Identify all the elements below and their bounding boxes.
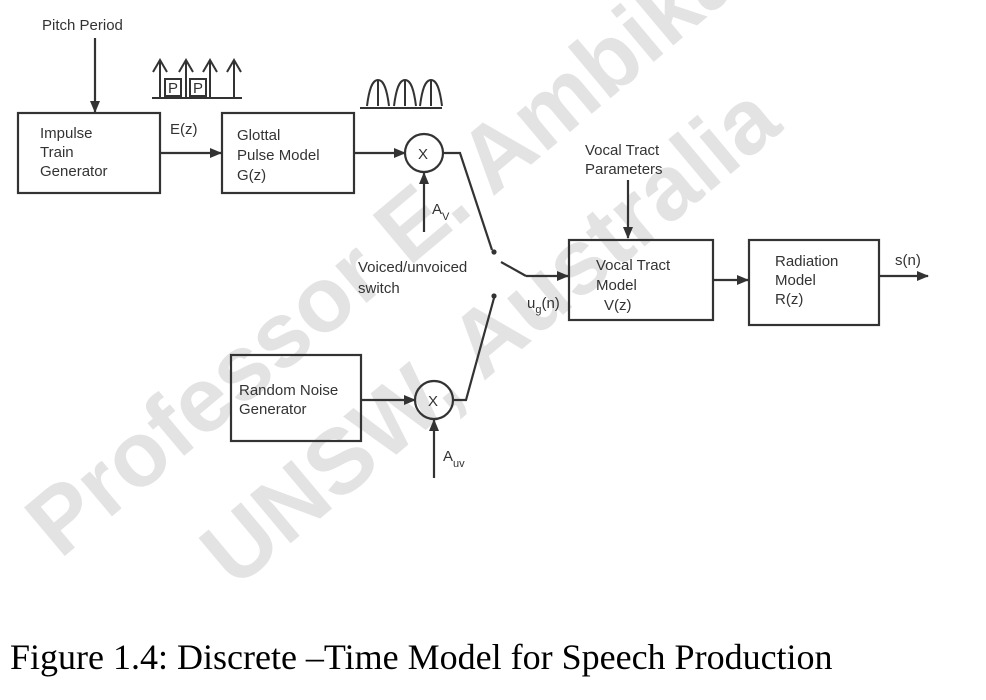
voiced-multiplier-x: X xyxy=(418,146,428,163)
switch-contact-unvoiced xyxy=(491,293,497,299)
voiced-path xyxy=(443,151,494,251)
vocal-tract-label-3: V(z) xyxy=(604,297,632,314)
vocal-tract-label-2: Model xyxy=(596,277,637,294)
radiation-label-3: R(z) xyxy=(775,291,803,308)
output-sn-label: s(n) xyxy=(895,252,921,269)
impulse-train-label-3: Generator xyxy=(40,163,108,180)
ez-label: E(z) xyxy=(170,121,198,138)
radiation-label-1: Radiation xyxy=(775,253,838,270)
pitch-p-label-2: P xyxy=(193,80,203,97)
noise-label-1: Random Noise xyxy=(239,382,338,399)
glottal-label-3: G(z) xyxy=(237,167,266,184)
figure-caption: Figure 1.4: Discrete –Time Model for Spe… xyxy=(10,637,833,677)
unvoiced-multiplier-x: X xyxy=(428,393,438,410)
switch-label-2: switch xyxy=(358,280,400,297)
glottal-pulse-sketch xyxy=(360,78,443,109)
pitch-period-label: Pitch Period xyxy=(42,17,123,34)
block-diagram: Professor E. Ambikairajah UNSW, Australi… xyxy=(7,0,947,605)
auv-label: Auv xyxy=(443,448,465,470)
radiation-model-box xyxy=(747,238,881,327)
vocal-tract-params-label-1: Vocal Tract xyxy=(585,142,660,159)
watermark: Professor E. Ambikairajah UNSW, Australi… xyxy=(7,0,947,605)
av-label: AV xyxy=(432,201,450,223)
radiation-label-2: Model xyxy=(775,272,816,289)
unvoiced-path xyxy=(453,297,496,402)
noise-label-2: Generator xyxy=(239,401,307,418)
vocal-tract-label-1: Vocal Tract xyxy=(596,257,671,274)
glottal-label-1: Glottal xyxy=(237,127,280,144)
glottal-label-2: Pulse Model xyxy=(237,147,320,164)
ug-label: ug(n) xyxy=(527,295,560,316)
random-noise-generator-box xyxy=(229,353,363,443)
vocal-tract-params-label-2: Parameters xyxy=(585,161,663,178)
switch-arm xyxy=(500,261,527,277)
switch-contact-voiced xyxy=(491,249,497,255)
switch-label-1: Voiced/unvoiced xyxy=(358,259,467,276)
impulse-train-label-1: Impulse xyxy=(40,125,93,142)
impulse-train-label-2: Train xyxy=(40,144,74,161)
impulse-train-sketch xyxy=(152,58,242,99)
pitch-p-label-1: P xyxy=(168,80,178,97)
